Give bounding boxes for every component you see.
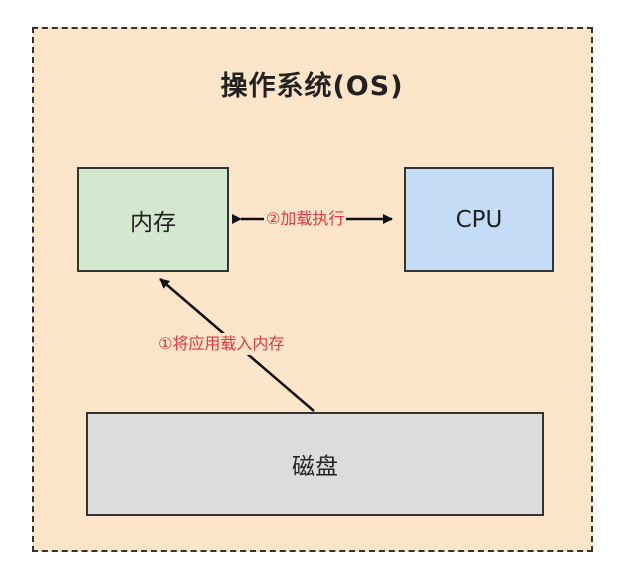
load-into-memory-label: ①将应用载入内存 — [156, 333, 287, 355]
disk-label: 磁盘 — [292, 454, 338, 480]
cpu-label: CPU — [455, 206, 503, 233]
load-execute-label: ②加载执行 — [264, 208, 347, 230]
disk-node: 磁盘 — [86, 412, 544, 516]
memory-label: 内存 — [130, 209, 176, 236]
memory-node: 内存 — [77, 167, 229, 272]
cpu-node: CPU — [404, 167, 554, 272]
os-title: 操作系统(OS) — [220, 71, 404, 102]
